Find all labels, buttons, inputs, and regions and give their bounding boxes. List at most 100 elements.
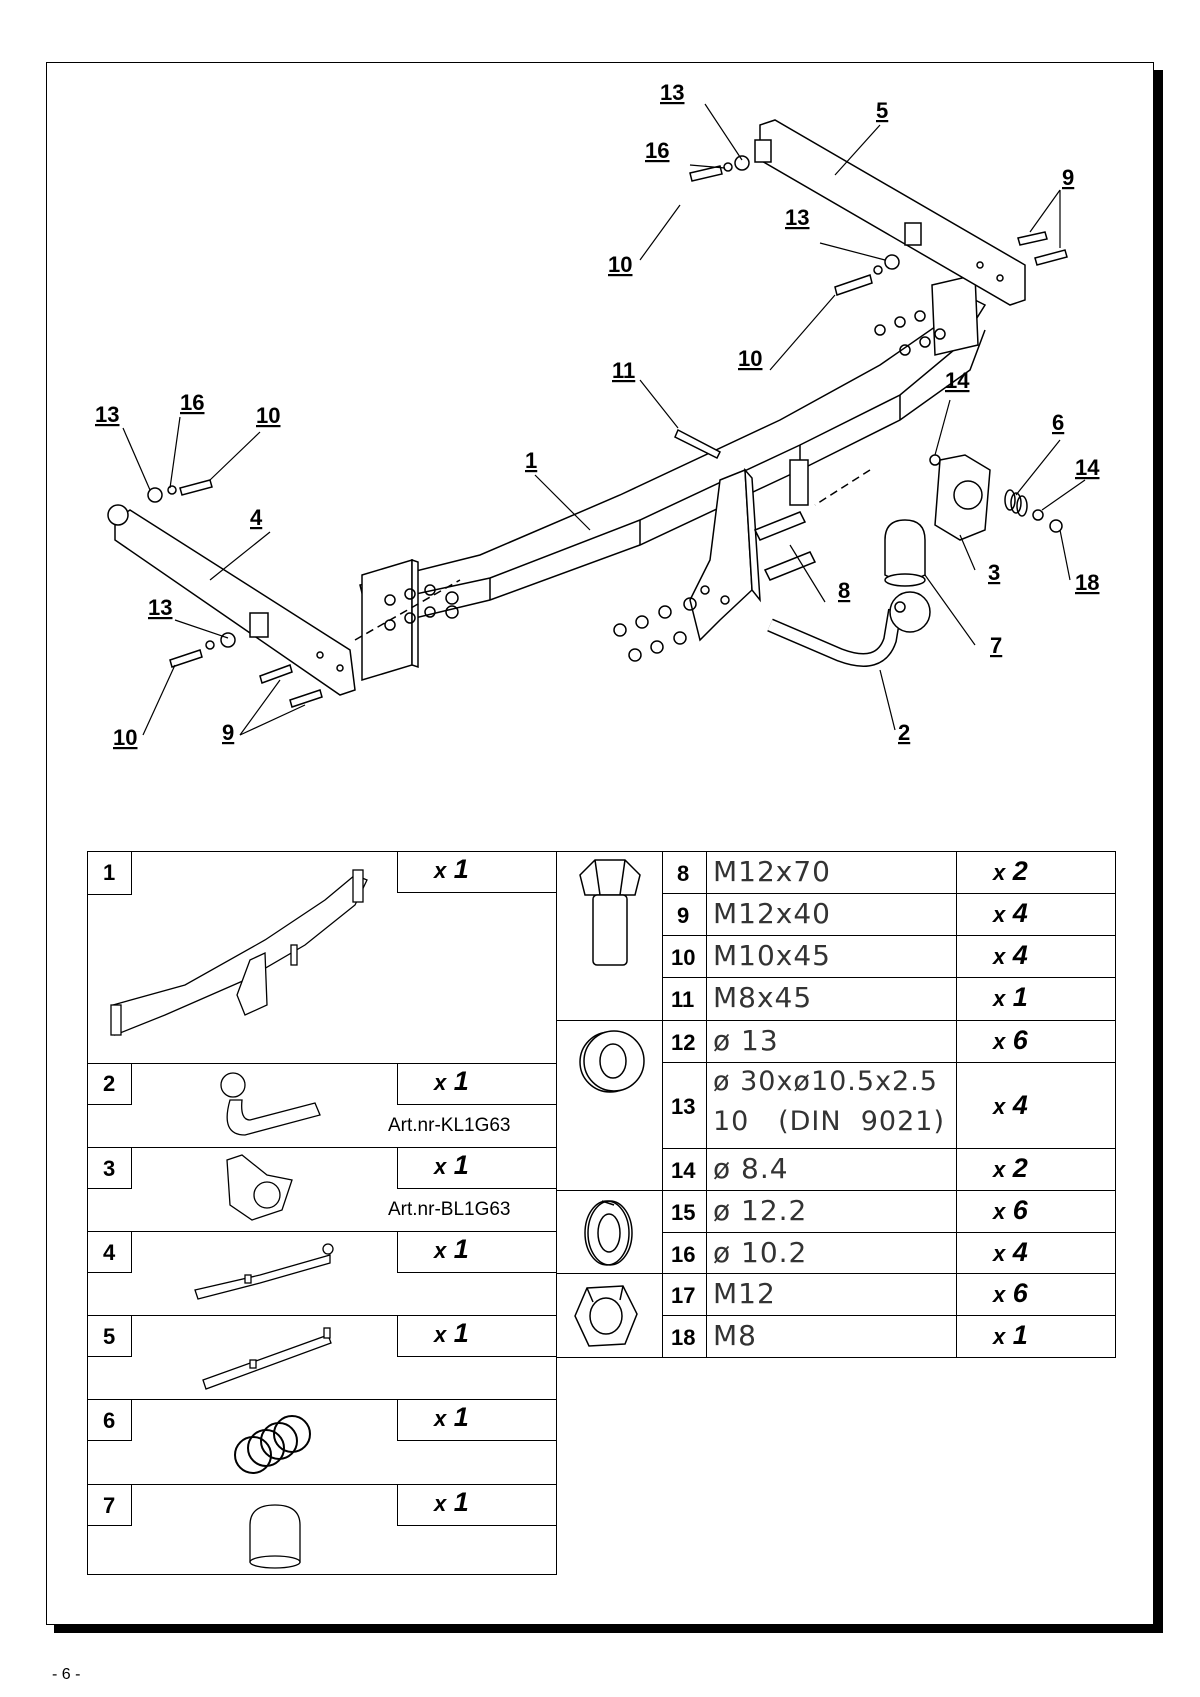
part-quantity: x 6 [993, 1278, 1028, 1308]
part-number: 12 [671, 1030, 696, 1055]
spec-row-11 [662, 977, 707, 1021]
qty-cell [956, 1190, 1116, 1233]
part-5-side-bracket-icon [202, 1327, 332, 1390]
part-quantity: x 2 [993, 856, 1028, 886]
callout-4: 4 [250, 505, 263, 530]
part-spec: ø 8.4 [713, 1152, 789, 1185]
part-number: 1 [103, 860, 116, 885]
part-quantity: x 1 [434, 1487, 469, 1517]
ball-cover-7 [884, 519, 926, 587]
loose-bolts [147, 155, 1068, 708]
spec-cell [706, 1148, 957, 1191]
part-quantity: x 4 [993, 898, 1028, 928]
callout-8: 8 [838, 578, 850, 603]
part-quantity: x 6 [993, 1195, 1028, 1225]
part-spec: M8x45 [713, 981, 813, 1014]
part-4-side-bracket-icon [194, 1243, 334, 1300]
part-row-6 [87, 1399, 557, 1485]
part-quantity: x 1 [434, 854, 469, 884]
callout-13: 13 [785, 205, 809, 230]
side-bracket-4 [107, 504, 461, 696]
qty-cell [956, 1273, 1116, 1316]
callout-10: 10 [256, 403, 280, 428]
part-2-ball-neck-icon [220, 1072, 321, 1136]
article-number: Art.nr-BL1G63 [388, 1199, 511, 1220]
part-number: 5 [103, 1324, 116, 1349]
part-qty-box [397, 1147, 557, 1189]
part-quantity: x 4 [993, 1237, 1028, 1267]
qty-cell [956, 893, 1116, 936]
flat-washer-icon [579, 1030, 645, 1093]
callout-3: 3 [988, 560, 1000, 585]
spec-cell [706, 1020, 957, 1063]
part-qty-box [397, 1484, 557, 1526]
callout-16: 16 [645, 138, 669, 163]
part-number: 8 [677, 861, 690, 886]
qty-cell [956, 851, 1116, 894]
bolts-8 [753, 511, 817, 581]
qty-cell [956, 935, 1116, 978]
part-quantity: x 6 [993, 1025, 1028, 1055]
part-spec: ø 13 [713, 1024, 779, 1057]
spring-6 [1004, 489, 1063, 533]
spec-cell [706, 935, 957, 978]
callout-5: 5 [876, 98, 888, 123]
callout-11: 11 [612, 358, 635, 383]
part-6-spring-icon [234, 1415, 311, 1474]
qty-cell [956, 1020, 1116, 1063]
leader-lines [122, 103, 1086, 736]
callout-1: 1 [525, 448, 537, 473]
part-qty-box [397, 1063, 557, 1105]
spec-row-9 [662, 893, 707, 936]
part-num-box [87, 851, 132, 895]
part-number: 9 [677, 903, 690, 928]
part-3-socket-plate-icon [226, 1154, 293, 1221]
part-quantity: x 2 [993, 1153, 1028, 1183]
socket-plate-3 [814, 454, 991, 541]
spring-washer-icon [584, 1200, 633, 1266]
part-spec: ø 10.2 [713, 1236, 808, 1269]
part-number: 13 [671, 1094, 696, 1119]
part-num-box [87, 1147, 132, 1189]
callout-9: 9 [1062, 165, 1074, 190]
part-quantity: x 1 [434, 1318, 469, 1348]
part-number: 11 [671, 987, 695, 1012]
ball-neck-2 [767, 591, 931, 667]
part-quantity: x 1 [434, 1066, 469, 1096]
left-plate-nuts [384, 584, 459, 631]
spec-cell [706, 1315, 957, 1358]
callout-10: 10 [738, 346, 762, 371]
callout-13: 13 [660, 80, 684, 105]
part-spec: ø 12.2 [713, 1194, 808, 1227]
spec-row-10 [662, 935, 707, 978]
spec-cell [706, 851, 957, 894]
part-number: 18 [671, 1325, 696, 1350]
part-qty-box [397, 1231, 557, 1273]
part-spec: M10x45 [713, 939, 831, 972]
part-spec-line-2: 10 (DIN 9021) [713, 1106, 945, 1137]
spec-cell [706, 1273, 957, 1316]
callout-6: 6 [1052, 410, 1064, 435]
callout-16: 16 [180, 390, 204, 415]
part-qty-box [397, 1315, 557, 1357]
frame-shadow-right [1153, 70, 1163, 1633]
part-num-box [87, 1315, 132, 1357]
right-plate-nuts [874, 310, 946, 356]
part-quantity: x 4 [993, 940, 1028, 970]
part-number: 17 [671, 1283, 696, 1308]
bracket-nuts [613, 597, 697, 662]
part-number: 6 [103, 1408, 116, 1433]
qty-cell [956, 1315, 1116, 1358]
part-quantity: x 1 [434, 1150, 469, 1180]
callout-10: 10 [608, 252, 632, 277]
hex-nut-icon [574, 1285, 638, 1347]
callout-13: 13 [95, 402, 119, 427]
part-quantity: x 1 [993, 1320, 1028, 1350]
qty-cell [956, 977, 1116, 1021]
part-num-box [87, 1484, 132, 1526]
part-qty-box [397, 851, 557, 893]
part-spec: M12x40 [713, 897, 831, 930]
part-quantity: x 4 [993, 1090, 1028, 1120]
qty-cell [956, 1062, 1116, 1149]
callout-18: 18 [1075, 570, 1099, 595]
